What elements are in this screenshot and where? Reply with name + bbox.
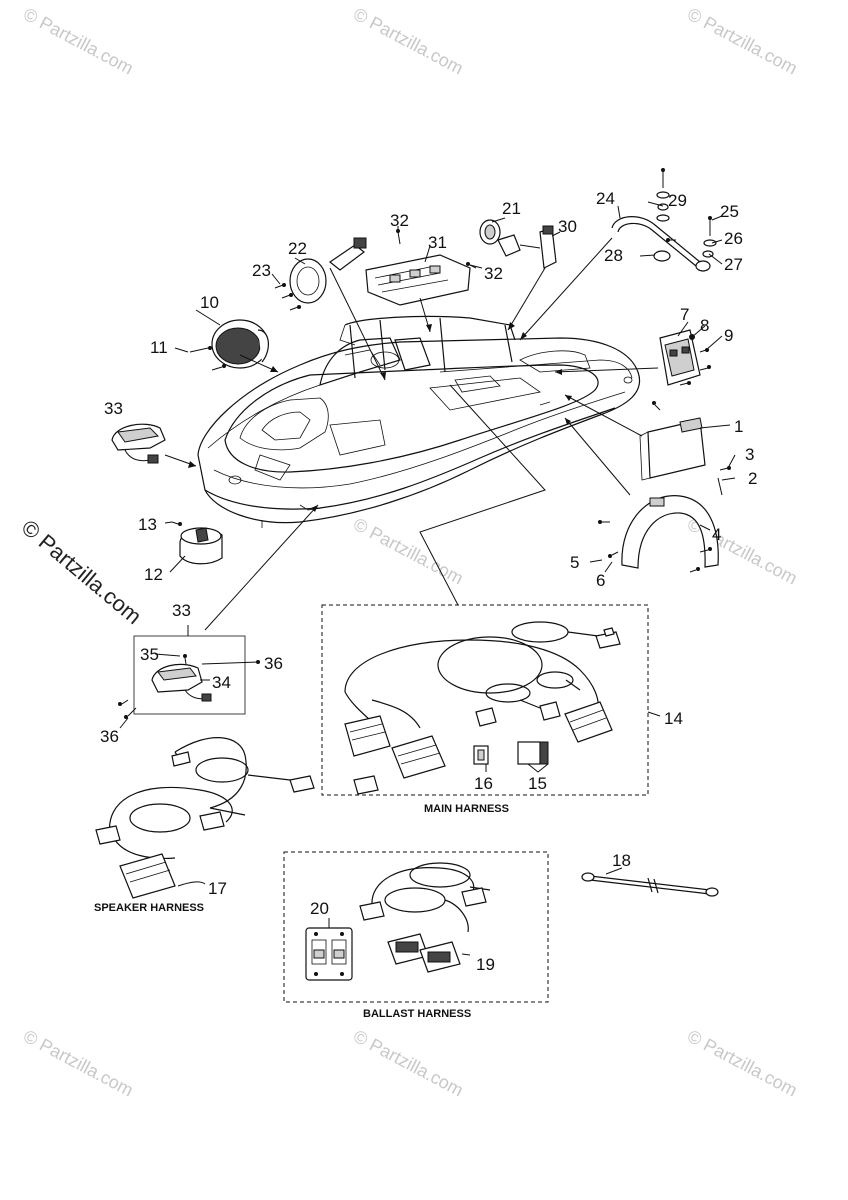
callout-4: 4 [712,525,721,544]
part-30-sensor [497,225,557,269]
ballast-harness-connector-d [419,941,461,973]
main-harness-label: MAIN HARNESS [424,803,509,815]
speaker-harness-plug [171,751,191,767]
callout-25: 25 [720,202,739,221]
leader-lines [164,201,736,636]
part-21-grommet [479,219,501,245]
callout-16: 16 [474,774,493,793]
callout-18: 18 [612,851,631,870]
callout-36-left: 36 [100,727,119,746]
callout-7: 7 [680,305,689,324]
part-18-cable [581,867,719,897]
watermark-bottom-right: © Partzilla.com [684,1026,800,1101]
main-harness-box [321,604,661,796]
callout-35: 35 [140,645,159,664]
callout-24: 24 [596,189,615,208]
callout-33-inset: 33 [172,601,191,620]
callout-6: 6 [596,571,605,590]
main-harness-connector-a [344,715,391,757]
part-7-switch-panel [659,329,711,386]
callout-10: 10 [200,293,219,312]
ballast-harness-box [283,851,549,1003]
callout-20: 20 [310,899,329,918]
part-24-rod [611,216,711,272]
part-33-light-upper [111,423,166,464]
callout-17: 17 [208,879,227,898]
part-20-switch-plate [305,918,353,981]
ballast-harness-connector-b [461,887,487,907]
callout-29: 29 [668,191,687,210]
watermarks: © Partzilla.com © Partzilla.com © Partzi… [17,4,801,1101]
watermark-bottom-center: © Partzilla.com [350,1026,466,1101]
callout-32-top: 32 [390,211,409,230]
callout-15: 15 [528,774,547,793]
part-32-screws [396,229,477,269]
callout-32-right: 32 [484,264,503,283]
section-labels: MAIN HARNESS SPEAKER HARNESS BALLAST HAR… [94,803,509,1020]
callout-30: 30 [558,217,577,236]
speaker-harness-connector-a [119,853,176,899]
callout-31: 31 [428,233,447,252]
callout-12: 12 [144,565,163,584]
part-15-connector [517,741,549,773]
part-16-terminal [473,745,489,772]
callout-27: 27 [724,255,743,274]
callout-5: 5 [570,553,579,572]
part-25-29-fasteners [656,168,717,258]
speaker-harness-connector-c [95,811,225,845]
main-harness-connector-b [391,735,446,779]
part-10-speaker [189,319,269,371]
callout-33-upper: 33 [104,399,123,418]
callout-36-right: 36 [264,654,283,673]
callout-labels: 1 2 3 4 5 6 7 8 9 10 11 12 13 14 15 16 1… [100,189,757,974]
callout-21: 21 [502,199,521,218]
watermark-left-mid: © Partzilla.com [17,515,147,629]
boat-hull [197,315,641,528]
callout-14: 14 [664,709,683,728]
callout-9: 9 [724,326,733,345]
watermark-top-left: © Partzilla.com [20,4,136,79]
part-12-bow-light [171,521,223,565]
ballast-harness-label: BALLAST HARNESS [363,1008,471,1020]
callout-23: 23 [252,261,271,280]
part-31-junction-block [365,254,471,306]
main-harness-small-plug [475,701,561,727]
callout-22: 22 [288,239,307,258]
ballast-harness-connector-a [359,901,385,921]
callout-2: 2 [748,469,757,488]
watermark-center-mid: © Partzilla.com [350,514,466,589]
callout-26: 26 [724,229,743,248]
callout-8: 8 [700,316,709,335]
light-inset-box [118,635,260,729]
callout-1: 1 [734,417,743,436]
part-22-speaker-ring [289,237,367,304]
speaker-harness-connector-b [289,775,379,795]
part-1-control-unit [639,401,731,496]
part-4-bracket [598,495,719,573]
main-harness-connector-c [564,701,613,743]
watermark-bottom-left: © Partzilla.com [20,1026,136,1101]
callout-3: 3 [745,445,754,464]
main-harness-connector-d [595,627,621,649]
callout-19: 19 [476,955,495,974]
callout-13: 13 [138,515,157,534]
callout-11: 11 [150,338,168,357]
watermark-top-center: © Partzilla.com [350,4,466,79]
watermark-top-right: © Partzilla.com [684,4,800,79]
callout-28: 28 [604,246,623,265]
part-23-screws [274,283,301,311]
speaker-harness-label: SPEAKER HARNESS [94,902,204,914]
speaker-harness [95,737,379,899]
callout-34: 34 [212,673,231,692]
